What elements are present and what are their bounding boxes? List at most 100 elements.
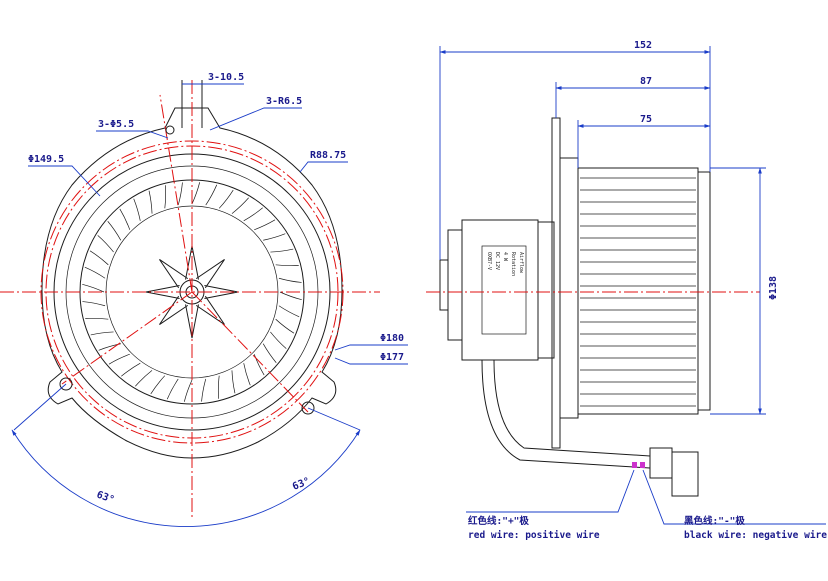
blade [90,331,114,336]
leader-180 [334,344,408,351]
dim-slot: 3-10.5 [208,72,244,83]
label-line: 4 W [502,252,508,262]
hub-spoke [195,295,225,325]
blade [133,198,141,221]
dim-177: Φ177 [380,352,404,363]
dim-138: Φ138 [768,276,779,300]
label-line: Airflow [518,252,524,274]
top-slot [181,80,203,128]
blade [270,248,294,253]
blade [164,185,167,209]
leader-r88 [299,161,348,173]
hub-spoke [159,259,189,289]
leader-holes [96,130,169,139]
blade [150,375,166,395]
dim-angle-right: 63° [291,476,312,493]
blade [201,378,207,402]
blade [82,283,105,293]
black-wire-en: black wire: negative wire [684,530,827,541]
blade [89,250,109,266]
blade [278,305,300,318]
wire-marker-red [632,462,637,468]
dim-pcd: Φ149.5 [28,154,64,165]
impeller-blades [82,182,302,402]
flange-plate [551,117,561,449]
blade [243,207,263,222]
wheel-rim [697,171,711,411]
blade [97,235,114,253]
hub-spoke [185,304,199,339]
dim-radius-slot: 3-R6.5 [266,96,302,107]
wheel-body [577,167,699,415]
blade [263,233,286,241]
blade [148,190,153,214]
wire-marker-black [640,462,645,468]
blade [218,189,234,209]
dim-152: 152 [634,40,652,51]
leader-177 [334,357,408,365]
dim-75: 75 [640,114,652,125]
centerline-top [159,94,193,293]
product-label [481,245,527,335]
blade [85,317,109,320]
blade [253,354,265,376]
blade [275,264,299,267]
motor-body [461,219,539,361]
hub-spoke [195,259,225,289]
motor-end-tab [439,259,449,311]
centerline-diag-left [61,291,193,385]
blade [279,291,302,301]
connector-body [671,451,699,497]
blade [177,182,183,206]
blade [108,353,130,365]
dim-outer-radius: R88.75 [310,150,346,161]
blade [231,370,236,394]
angle-arc [11,429,361,527]
angle-ext-right [307,407,361,431]
leader-black-wire [642,469,826,525]
motor-end-cap [447,229,463,341]
leader-r65 [209,107,302,131]
angle-ext-left [13,383,67,431]
centerline-diag-right [191,291,309,413]
blade [275,318,295,334]
mount-hole-left [59,377,73,391]
blade [243,363,251,386]
blade [217,375,220,399]
connector [649,447,673,479]
label-line: Rotation [510,252,516,276]
blade [107,221,122,241]
blade [84,266,106,279]
blade [270,331,287,349]
dim-holes: 3-Φ5.5 [98,119,134,130]
blade [121,362,141,377]
mount-hole-top [165,125,175,135]
dim-180: Φ180 [380,333,404,344]
blade [191,182,201,205]
blade [262,343,277,363]
mount-hole-right [301,401,315,415]
motor-collar [537,221,555,359]
wheel-fins [580,177,696,407]
black-wire-cn: 黑色线:"-"极 [684,515,745,527]
blade [183,379,193,402]
blade [166,378,179,400]
leader-pcd [28,165,101,197]
wire-harness [481,359,651,469]
pcd-circle-2 [40,140,344,444]
dim-87: 87 [640,76,652,87]
flange-step [559,157,579,419]
dim-angle-left: 63° [95,489,116,506]
leader-red-wire [466,469,635,513]
blade [254,219,276,231]
blade [135,370,153,387]
red-wire-cn: 红色线:"+"极 [468,515,529,527]
front-view: 3-10.5 3-R6.5 3-Φ5.5 Φ149.5 R88.75 Φ180 … [0,72,408,527]
blade [278,277,302,283]
blade [205,184,218,206]
label-line: OXB7-V [486,252,492,270]
blade [231,197,249,214]
